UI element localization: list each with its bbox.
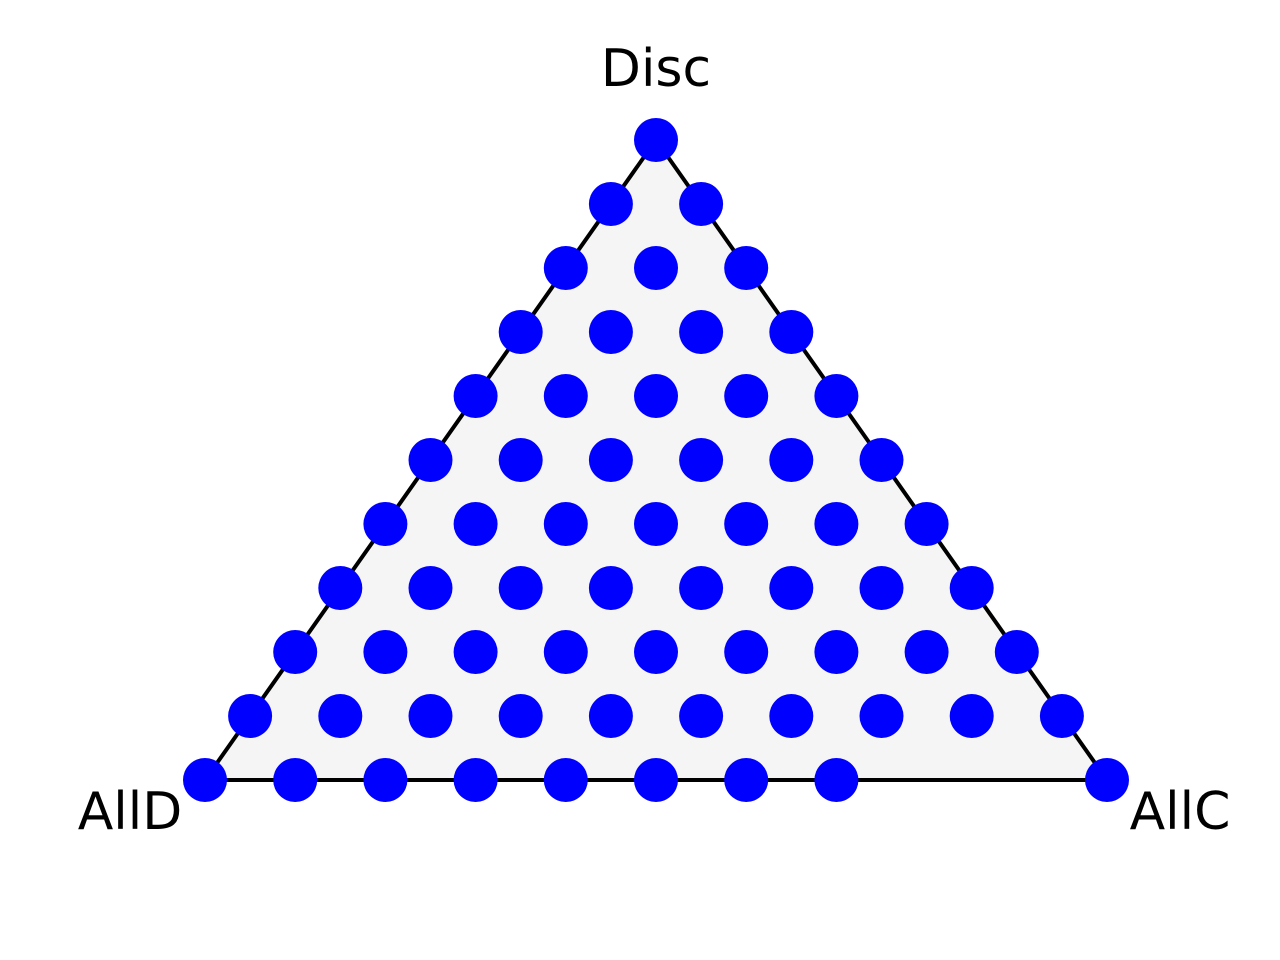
simplex-point [588, 182, 633, 226]
simplex-point [453, 758, 498, 802]
simplex-point [994, 630, 1039, 674]
simplex-point [814, 374, 859, 418]
vertex-label-disc: Disc [601, 39, 711, 99]
simplex-point [408, 438, 453, 482]
simplex-point [634, 502, 678, 546]
simplex-point [588, 566, 633, 610]
simplex-point [543, 502, 588, 546]
simplex-point [679, 694, 724, 738]
simplex-point [814, 758, 859, 802]
simplex-point [769, 566, 814, 610]
vertex-label-alld: AllD [78, 782, 183, 842]
simplex-point [363, 630, 408, 674]
simplex-triangle [203, 138, 1109, 782]
simplex-point [588, 438, 633, 482]
simplex-point [679, 310, 724, 354]
simplex-point [814, 502, 859, 546]
simplex-point [859, 694, 904, 738]
simplex-point [679, 182, 724, 226]
points-layer [183, 118, 1129, 802]
simplex-point [543, 630, 588, 674]
simplex-point [859, 566, 904, 610]
simplex-point [498, 566, 543, 610]
simplex-point [724, 758, 769, 802]
simplex-point [859, 438, 904, 482]
simplex-point [273, 630, 318, 674]
simplex-point [1085, 758, 1129, 802]
simplex-point [453, 630, 498, 674]
simplex-point [543, 246, 588, 290]
simplex-point [949, 694, 994, 738]
simplex-point [228, 694, 273, 738]
simplex-point [408, 566, 453, 610]
simplex-point [408, 694, 453, 738]
simplex-point [183, 758, 227, 802]
simplex-point [634, 118, 678, 162]
simplex-point [679, 566, 724, 610]
simplex-point [634, 374, 678, 418]
simplex-point [543, 758, 588, 802]
simplex-point [769, 694, 814, 738]
simplex-point [318, 566, 363, 610]
simplex-point [588, 694, 633, 738]
simplex-point [318, 694, 363, 738]
simplex-point [498, 694, 543, 738]
simplex-point [769, 310, 814, 354]
simplex-point [363, 758, 408, 802]
simplex-point [769, 438, 814, 482]
simplex-point [543, 374, 588, 418]
simplex-point [949, 566, 994, 610]
simplex-point [634, 630, 678, 674]
simplex-point [634, 246, 678, 290]
simplex-point [904, 502, 949, 546]
simplex-point [588, 310, 633, 354]
simplex-point [814, 630, 859, 674]
vertex-label-allc: AllC [1130, 782, 1231, 842]
simplex-point [453, 374, 498, 418]
simplex-point [498, 310, 543, 354]
simplex-point [724, 630, 769, 674]
simplex-point [453, 502, 498, 546]
simplex-point [498, 438, 543, 482]
simplex-point [1039, 694, 1084, 738]
simplex-point [724, 502, 769, 546]
simplex-point [724, 246, 769, 290]
simplex-point [634, 758, 678, 802]
simplex-point [904, 630, 949, 674]
simplex-point [363, 502, 408, 546]
simplex-point [679, 438, 724, 482]
simplex-point [273, 758, 318, 802]
simplex-point [724, 374, 769, 418]
